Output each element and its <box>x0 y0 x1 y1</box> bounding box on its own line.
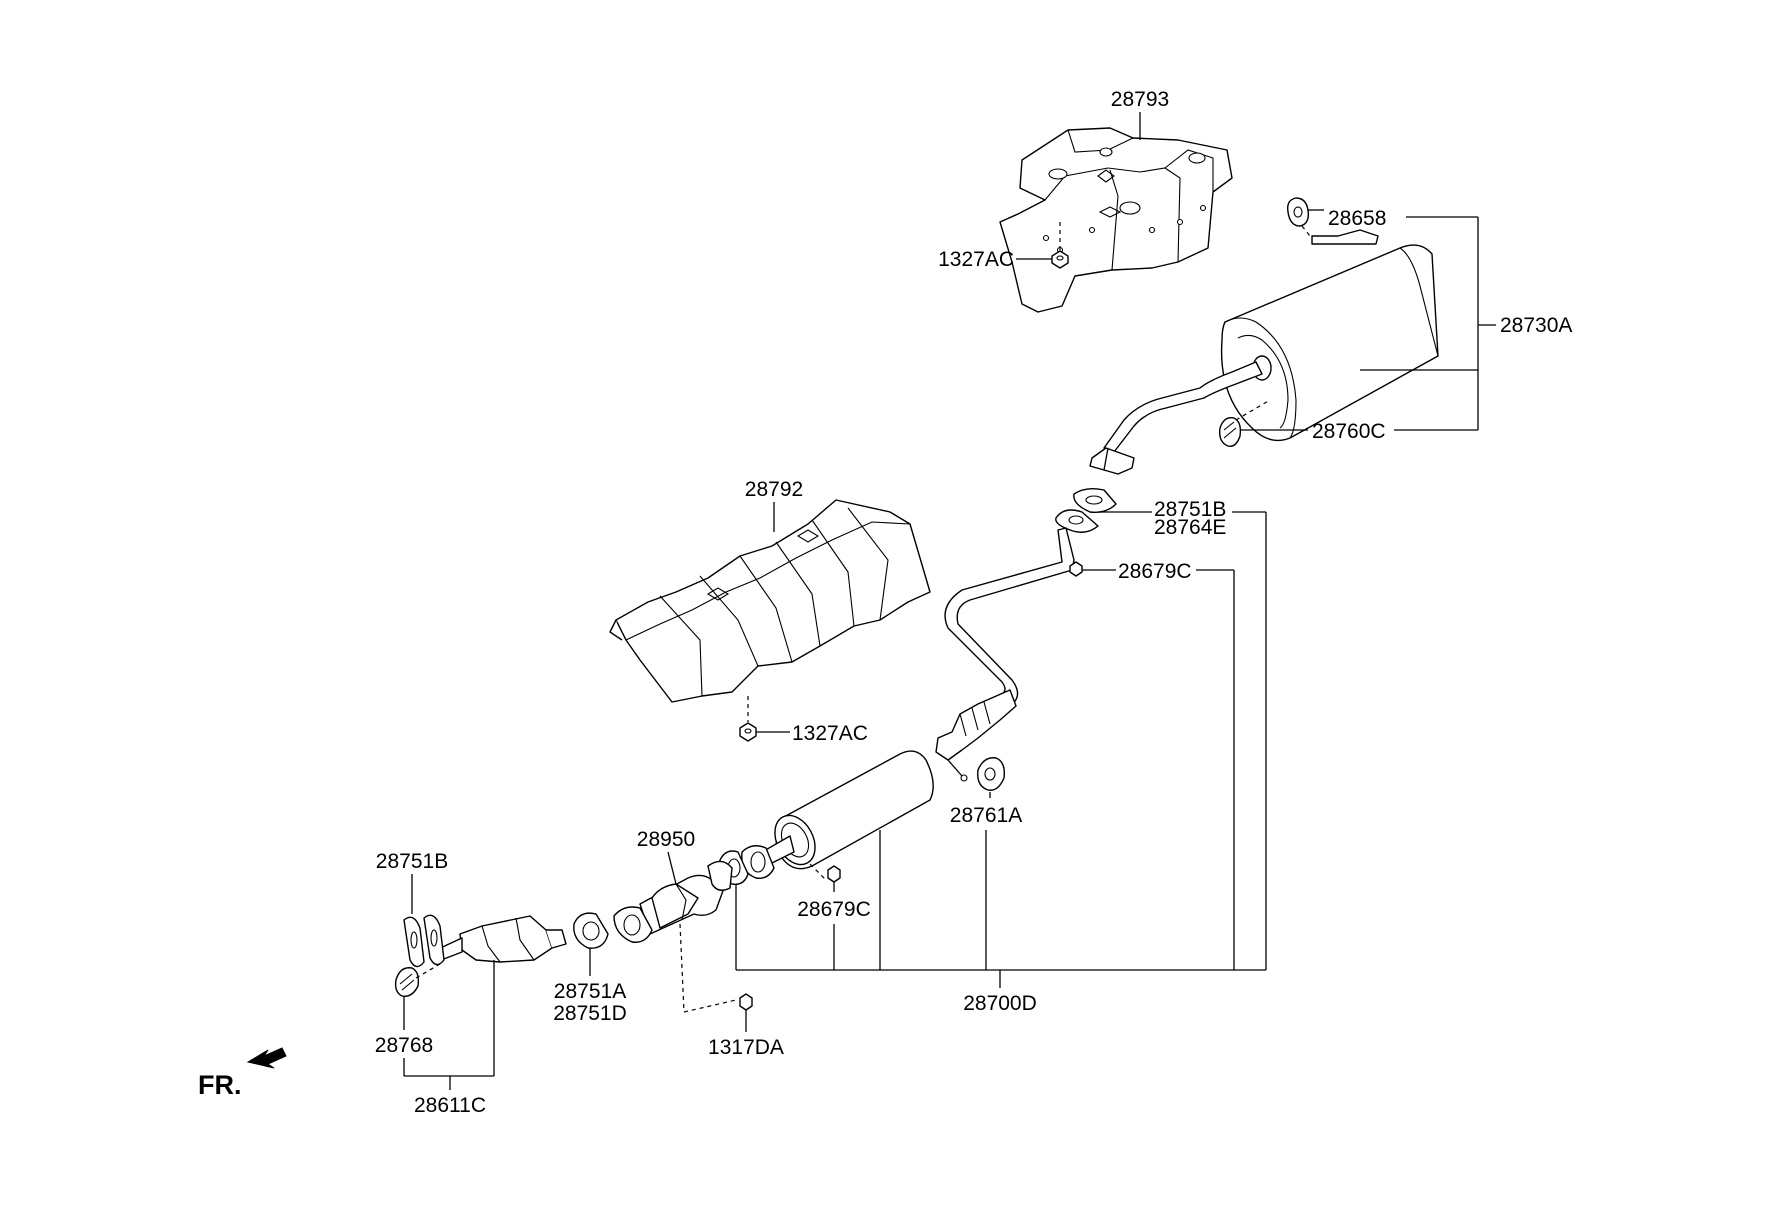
label-28730A: 28730A <box>1500 314 1572 337</box>
gasket-28751B-left <box>403 914 445 968</box>
center-pipe-flange <box>1055 509 1099 533</box>
leader-lines <box>403 112 1496 1090</box>
gasket-28751A <box>573 912 609 949</box>
front-direction-arrow-icon <box>246 1047 287 1069</box>
front-pipe-28611C <box>435 915 567 963</box>
hanger-28768 <box>394 963 441 997</box>
hanger-28658 <box>1286 197 1379 245</box>
label-28950: 28950 <box>637 828 695 851</box>
nut-1327AC-mid <box>739 696 757 742</box>
nut-1317DA <box>739 993 753 1011</box>
part-labels: 28793 1327AC 28658 28730A 28760C 28792 2… <box>198 88 1572 1117</box>
heat-shield-28792 <box>609 499 931 703</box>
label-28751B-left: 28751B <box>376 850 448 873</box>
label-28679C-right: 28679C <box>1118 560 1192 583</box>
nut-28679C-mid <box>809 863 841 883</box>
label-28761A: 28761A <box>950 804 1022 827</box>
label-28658: 28658 <box>1328 207 1386 230</box>
label-1327AC-top: 1327AC <box>938 248 1014 271</box>
label-1327AC-mid: 1327AC <box>792 722 868 745</box>
label-28760C: 28760C <box>1312 420 1386 443</box>
nut-1327AC-top <box>1051 222 1069 269</box>
rear-muffler-28730A <box>1089 244 1439 475</box>
label-28764E: 28764E <box>1154 516 1226 539</box>
center-muffler-28700D <box>741 689 1017 879</box>
label-28751A: 28751A <box>554 980 626 1003</box>
label-28700D: 28700D <box>963 992 1037 1015</box>
nut-28679C-right <box>1069 561 1083 577</box>
label-28679C-mid: 28679C <box>797 898 871 921</box>
gasket-28751B-right <box>1073 487 1117 514</box>
label-1317DA: 1317DA <box>708 1036 784 1059</box>
center-pipe <box>944 527 1075 717</box>
label-28751D: 28751D <box>553 1002 627 1025</box>
hanger-28760C <box>1218 399 1271 447</box>
label-28793: 28793 <box>1111 88 1169 111</box>
label-28611C: 28611C <box>414 1094 486 1117</box>
label-28792: 28792 <box>745 478 803 501</box>
label-28768: 28768 <box>375 1034 433 1057</box>
rear-heat-shield-28793 <box>999 127 1233 313</box>
label-28751B-right: 28751B <box>1154 498 1226 521</box>
label-front: FR. <box>198 1070 242 1100</box>
catalytic-converter-28950 <box>613 860 737 1013</box>
hanger-28761A <box>977 757 1006 791</box>
